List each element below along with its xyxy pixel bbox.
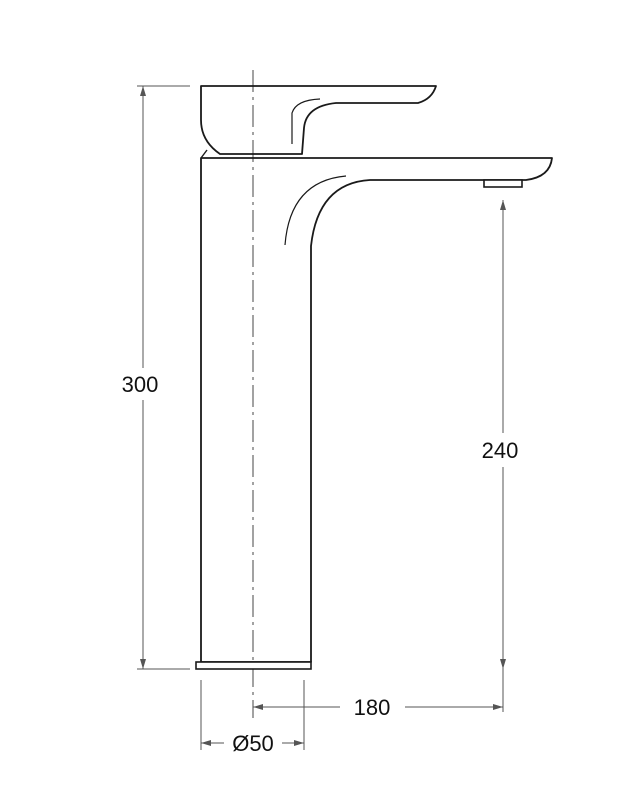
- extension-lines: [137, 85, 504, 750]
- spout-aerator: [483, 179, 523, 188]
- faucet-body: [200, 157, 553, 663]
- base-plate: [195, 661, 312, 670]
- dimension-line-spout-reach: [253, 704, 503, 710]
- dimension-spout-reach: 180: [354, 695, 391, 720]
- faucet-handle: [200, 85, 437, 159]
- dimension-line-total-height: [140, 86, 146, 669]
- dimension-base-diameter: Ø50: [232, 731, 274, 756]
- dimension-total-height: 300: [122, 372, 159, 397]
- dimension-line-spout-height: [500, 200, 506, 669]
- dimension-line-base-diameter: [201, 740, 304, 746]
- dimension-spout-height: 240: [482, 438, 519, 463]
